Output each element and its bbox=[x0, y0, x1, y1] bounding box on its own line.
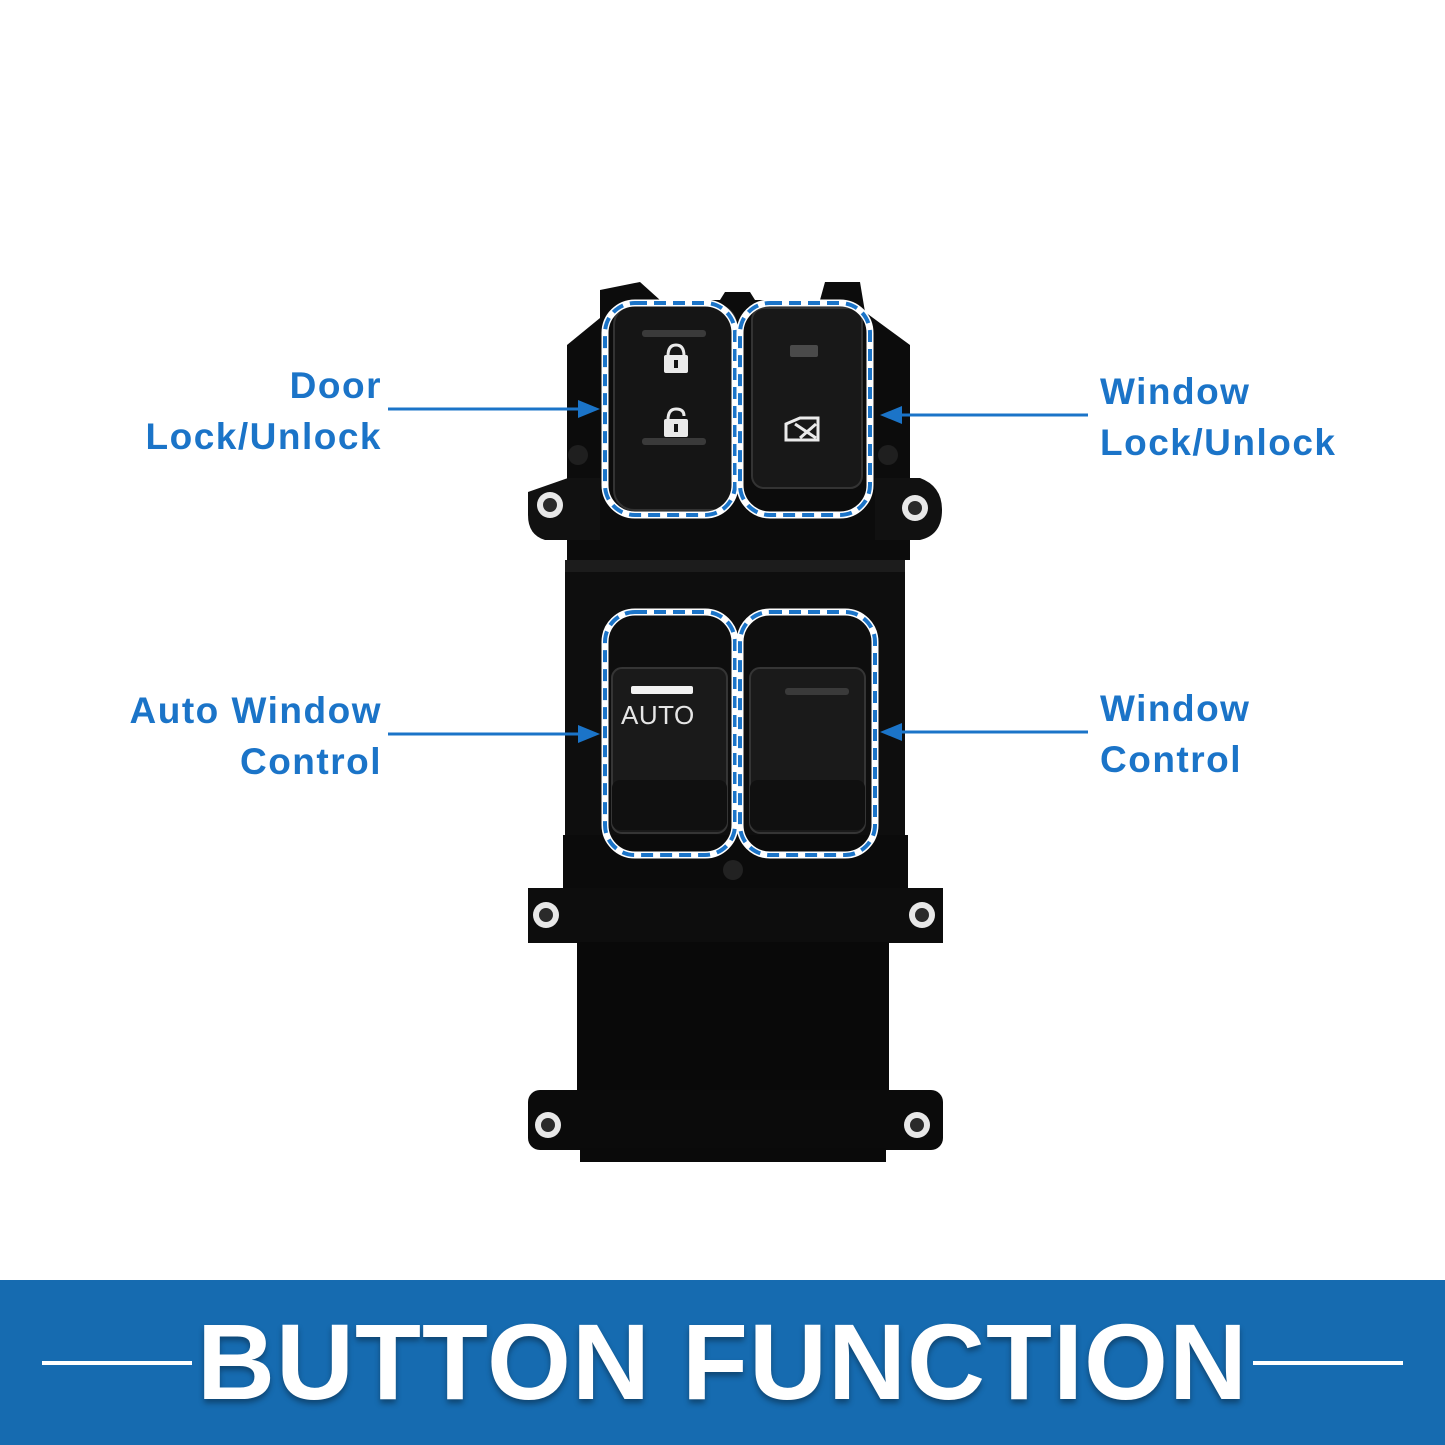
window-lock-icon bbox=[784, 416, 820, 442]
callout-auto-window-line1: Auto Window bbox=[129, 690, 382, 731]
callout-auto-window: Auto Window Control bbox=[130, 685, 382, 787]
window-control-button[interactable] bbox=[749, 667, 866, 834]
callout-window-control-line2: Control bbox=[1100, 739, 1243, 780]
banner-rule-left bbox=[42, 1361, 192, 1365]
door-lock-button[interactable] bbox=[613, 304, 737, 511]
highlight-outlines bbox=[601, 299, 879, 859]
callout-door-lock-line2: Lock/Unlock bbox=[145, 416, 382, 457]
callout-door-lock-line1: Door bbox=[289, 365, 382, 406]
arrow-door-lock bbox=[388, 400, 600, 418]
callout-window-control: Window Control bbox=[1100, 683, 1250, 785]
callout-window-lock: Window Lock/Unlock bbox=[1100, 366, 1337, 468]
arrow-auto-window bbox=[388, 725, 600, 743]
lock-icon bbox=[664, 343, 688, 373]
callout-auto-window-line2: Control bbox=[239, 741, 382, 782]
unlock-icon bbox=[664, 407, 688, 437]
callout-window-lock-line2: Lock/Unlock bbox=[1100, 422, 1337, 463]
callout-window-control-line1: Window bbox=[1100, 688, 1251, 729]
callout-window-lock-line1: Window bbox=[1100, 371, 1251, 412]
arrow-window-lock bbox=[880, 406, 1088, 424]
auto-label: AUTO bbox=[621, 700, 695, 730]
auto-window-button[interactable] bbox=[611, 667, 728, 834]
banner-title: BUTTON FUNCTION bbox=[197, 1301, 1248, 1422]
window-lock-button[interactable] bbox=[751, 307, 863, 489]
callout-door-lock: Door Lock/Unlock bbox=[146, 360, 383, 462]
banner-rule-right bbox=[1253, 1361, 1403, 1365]
title-banner: BUTTON FUNCTION bbox=[0, 1280, 1445, 1445]
arrow-window-control bbox=[880, 723, 1088, 741]
